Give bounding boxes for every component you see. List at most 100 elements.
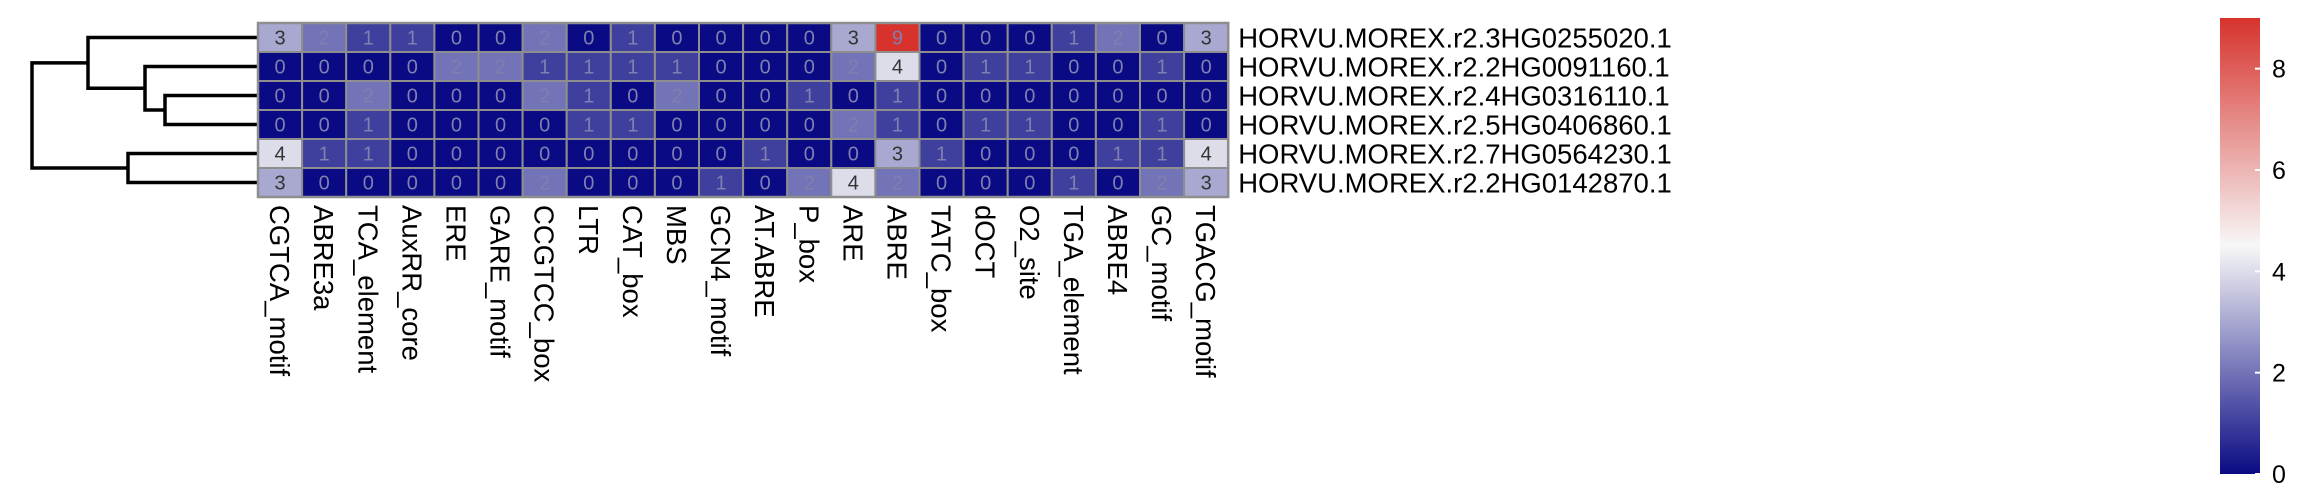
- heatmap-cell: [653, 167, 701, 198]
- column-label: ABRE4: [1102, 205, 1133, 295]
- column-label: GC_motif: [1146, 205, 1177, 321]
- heatmap-cell: [521, 80, 568, 111]
- cell-value-label: 1: [1112, 144, 1123, 166]
- cell-value-label: 0: [319, 86, 330, 108]
- heatmap-cell: [786, 109, 833, 140]
- column-label: AuxRR_core: [396, 205, 427, 361]
- column-label: GARE_motif: [485, 205, 516, 358]
- cell-value-label: 2: [671, 86, 682, 108]
- cell-value-label: 0: [1201, 57, 1212, 79]
- dendrogram-branch: [86, 35, 258, 90]
- cell-value-label: 0: [980, 144, 991, 166]
- cell-value-label: 3: [848, 28, 859, 50]
- cell-value-label: 0: [671, 173, 682, 195]
- cell-value-label: 0: [407, 57, 418, 79]
- cell-value-label: 0: [760, 57, 771, 79]
- cell-value-label: 0: [363, 173, 374, 195]
- cell-value-label: 0: [495, 86, 506, 108]
- row-labels: HORVU.MOREX.r2.3HG0255020.1HORVU.MOREX.r…: [1238, 23, 1672, 199]
- column-label: CGTCA_motif: [264, 205, 295, 376]
- column-label: TGACG_motif: [1190, 205, 1221, 378]
- heatmap-cell: [1094, 138, 1142, 169]
- heatmap-cell: [962, 22, 1009, 53]
- cell-value-label: 0: [936, 173, 947, 195]
- cell-value-label: 2: [495, 57, 506, 79]
- cell-value-label: 0: [583, 144, 594, 166]
- heatmap-border: [256, 21, 1230, 199]
- heatmap-cell: [1183, 109, 1230, 140]
- cell-value-label: 0: [804, 115, 815, 137]
- cell-value-label: 2: [451, 57, 462, 79]
- cell-value-label: 0: [451, 28, 462, 50]
- heatmap-cell: [1183, 167, 1230, 198]
- heatmap-cell: [653, 138, 701, 169]
- cell-value-label: 0: [671, 144, 682, 166]
- cell-value-label: 0: [936, 115, 947, 137]
- heatmap-cell: [874, 109, 921, 140]
- cell-value-label: 1: [1024, 115, 1035, 137]
- cell-value-label: 0: [715, 86, 726, 108]
- cell-value-label: 2: [848, 57, 859, 79]
- heatmap-cell: [609, 138, 656, 169]
- column-label: AT.ABRE: [749, 205, 780, 318]
- cell-value-label: 0: [451, 144, 462, 166]
- cell-value-label: 0: [407, 144, 418, 166]
- column-label: ABRE: [881, 205, 912, 280]
- row-label: HORVU.MOREX.r2.2HG0091160.1: [1238, 52, 1670, 83]
- row-label: HORVU.MOREX.r2.2HG0142870.1: [1238, 168, 1672, 199]
- cell-value-label: 1: [804, 86, 815, 108]
- heatmap-cell: [874, 80, 921, 111]
- cell-value-label: 2: [1112, 28, 1123, 50]
- cell-value-label: 0: [583, 173, 594, 195]
- cell-value-label: 0: [936, 57, 947, 79]
- heatmap-cell: [565, 138, 612, 169]
- column-label: ERE: [440, 205, 471, 262]
- cell-value-label: 0: [363, 57, 374, 79]
- cell-value-label: 0: [407, 173, 418, 195]
- cell-value-label: 1: [760, 144, 771, 166]
- cell-value-label: 1: [363, 28, 374, 50]
- heatmap-cell: [565, 22, 612, 53]
- cell-value-label: 1: [1068, 173, 1079, 195]
- column-label: LTR: [573, 205, 604, 255]
- cell-value-label: 0: [804, 144, 815, 166]
- heatmap-cell: [345, 109, 392, 140]
- cell-value-label: 0: [980, 173, 991, 195]
- row-label: HORVU.MOREX.r2.5HG0406860.1: [1238, 110, 1672, 141]
- row-label: HORVU.MOREX.r2.7HG0564230.1: [1238, 139, 1672, 170]
- cell-value-label: 0: [804, 57, 815, 79]
- heatmap-cell: [698, 109, 745, 140]
- cell-value-label: 0: [804, 28, 815, 50]
- heatmap-cell: [962, 80, 1009, 111]
- cell-value-label: 0: [451, 173, 462, 195]
- cell-value-label: 0: [1201, 115, 1212, 137]
- heatmap-cell: [918, 167, 965, 198]
- cell-value-label: 0: [1068, 57, 1079, 79]
- cell-value-label: 0: [1112, 86, 1123, 108]
- heatmap-cell: [742, 167, 789, 198]
- cell-value-label: 3: [274, 173, 285, 195]
- cell-value-label: 0: [1112, 115, 1123, 137]
- legend-tick-label: 8: [2272, 56, 2286, 84]
- cell-value-label: 0: [980, 28, 991, 50]
- cell-value-label: 0: [760, 28, 771, 50]
- cell-value-label: 2: [804, 173, 815, 195]
- cell-value-label: 2: [539, 28, 550, 50]
- heatmap-cell: [653, 80, 701, 111]
- cell-value-label: 0: [1068, 144, 1079, 166]
- heatmap-cell: [257, 138, 304, 169]
- cell-value-label: 0: [627, 173, 638, 195]
- cell-value-label: 0: [539, 144, 550, 166]
- cell-value-label: 0: [495, 173, 506, 195]
- cell-value-label: 0: [936, 28, 947, 50]
- cell-value-label: 1: [892, 115, 903, 137]
- cell-value-label: 1: [1024, 57, 1035, 79]
- cell-value-label: 3: [892, 144, 903, 166]
- column-label: ABRE3a: [308, 205, 339, 311]
- cell-value-label: 0: [715, 57, 726, 79]
- cell-value-label: 0: [936, 86, 947, 108]
- cell-value-label: 0: [407, 115, 418, 137]
- cell-value-label: 1: [980, 57, 991, 79]
